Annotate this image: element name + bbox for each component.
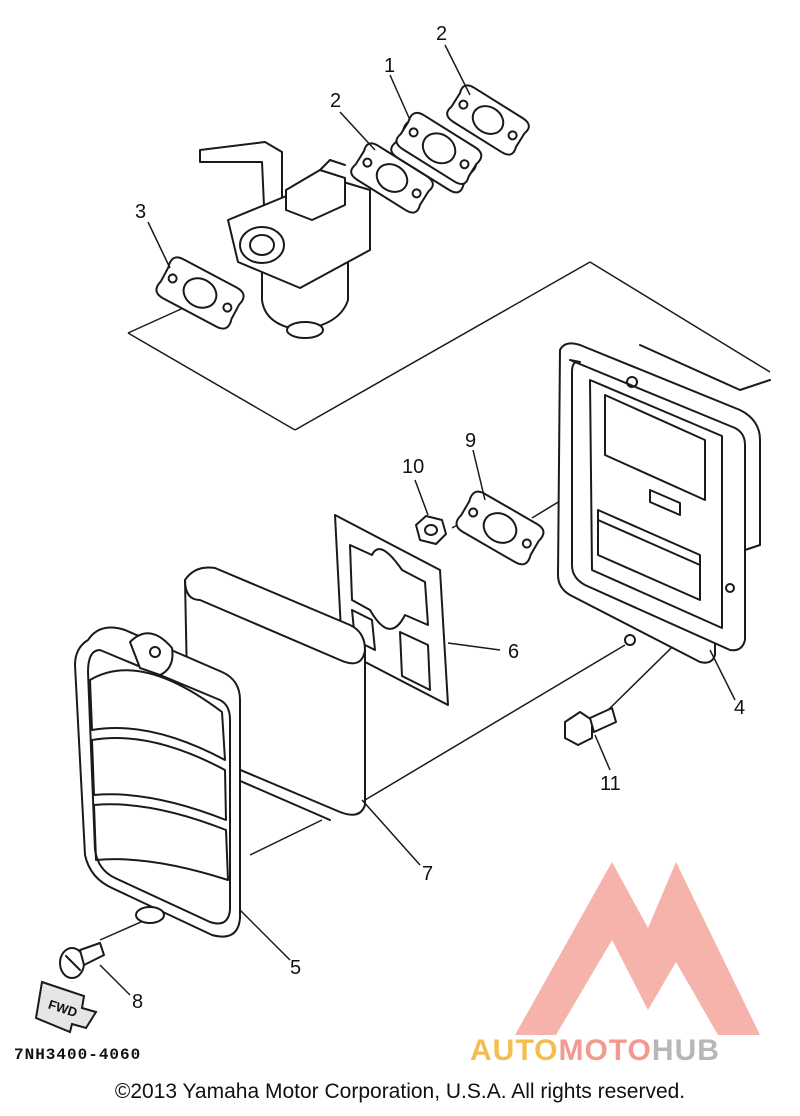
callout-1: 1 [384, 55, 395, 77]
part-9-gasket [455, 490, 545, 566]
watermark-moto: MOTO [558, 1034, 652, 1067]
callout-10: 10 [402, 456, 424, 478]
automotohub-logo-mark [515, 862, 760, 1035]
callout-2-right: 2 [436, 23, 447, 45]
part-4-air-cleaner-case [557, 342, 771, 664]
part-11-bolt [564, 707, 617, 746]
copyright-notice: ©2013 Yamaha Motor Corporation, U.S.A. A… [114, 1080, 686, 1103]
leader-lines [99, 44, 736, 996]
fwd-arrow-badge: FWD [34, 980, 98, 1034]
callout-6: 6 [508, 641, 519, 663]
callout-9: 9 [465, 430, 476, 452]
callout-5: 5 [290, 957, 301, 979]
assembly-lines [99, 261, 771, 941]
callout-3: 3 [135, 201, 146, 223]
callout-4: 4 [734, 697, 745, 719]
callout-8: 8 [132, 991, 143, 1013]
part-1-insulator [390, 111, 483, 194]
part-2-gasket-right [446, 84, 530, 156]
part-10-nut [415, 515, 447, 545]
callout-11: 11 [600, 773, 621, 795]
watermark-auto: AUTO [470, 1034, 559, 1067]
part-5-cover [74, 626, 241, 938]
carburetor [199, 141, 371, 339]
watermark-hub: HUB [651, 1034, 720, 1067]
callout-7: 7 [422, 863, 433, 885]
part-2-gasket-left [350, 142, 434, 214]
automotohub-watermark: AUTOMOTOHUB [470, 1034, 720, 1068]
diagram-code: 7NH3400-4060 [14, 1046, 142, 1064]
part-3-gasket [155, 256, 245, 330]
callout-2-left: 2 [330, 90, 341, 112]
callout-numbers: 1 2 2 3 10 9 6 4 11 7 5 8 [132, 23, 745, 1013]
part-8-screw [59, 942, 105, 979]
